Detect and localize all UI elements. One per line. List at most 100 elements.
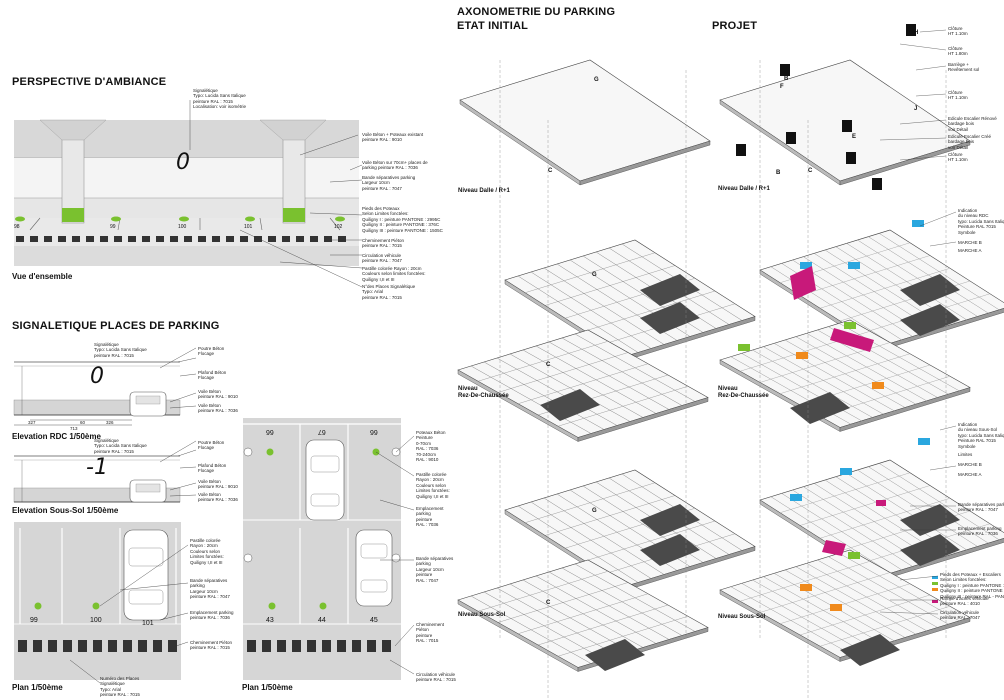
axo-projet-ss-lower-rib [759, 572, 891, 613]
dim: 713 [70, 426, 78, 431]
axo-initial-ss-rib [544, 495, 676, 536]
axo-initial-rdc-lower-edge2 [577, 397, 709, 442]
pillar-right-base [283, 208, 305, 222]
axo-ramp-magenta [790, 266, 816, 300]
axo-legend-swatch [932, 576, 938, 579]
axo-projet-ss-rib [779, 472, 911, 513]
axo-initial-rdc-lower-rib [517, 363, 649, 404]
axo-accent [738, 344, 750, 351]
axono-heading: AXONOMETRIE DU PARKING [457, 6, 616, 18]
perspective-level-number: 0 [176, 150, 190, 175]
axo-projet-ss-rib [819, 498, 951, 539]
note-sig-rdc: Signalétique Typo: Lucida Sans Italique … [94, 342, 147, 358]
note-plan2-circ: Circulation véhicule peinture RAL : 7015 [416, 672, 456, 683]
wall-base [14, 198, 359, 218]
axo-initial-ramp [640, 504, 700, 536]
axo-projet-level-rdc: Niveau Rez-De-Chaussée [718, 386, 769, 399]
axo-stair-block [780, 64, 790, 76]
note-pastille: Pastille colorée Rayon : 20cm Couleurs s… [362, 266, 426, 282]
axo-projet-rdc-rib [799, 255, 931, 296]
axo-projet-ss-rib [799, 485, 931, 526]
axo-initial-ss-lower-rib [537, 604, 669, 646]
axo-stair-block [906, 24, 916, 36]
axo-letter: B [784, 76, 789, 82]
note-limites: Limites [958, 452, 973, 457]
axo-projet-level-dalle: Niveau Dalle / R+1 [718, 186, 770, 192]
note-plan2-chem: Cheminement Piéton peinture RAL : 7015 [416, 622, 445, 644]
axo-projet-ramp [900, 534, 960, 566]
plan1-place-number: 101 [142, 620, 154, 627]
note-circ: Circulation véhicule peinture RAL : 7047 [362, 253, 402, 264]
axo-initial-dalle-edge2 [579, 140, 711, 186]
note-cloture1: Clôture HT 1.10m [948, 26, 968, 37]
note-plafond-ss: Plafond Béton Flocage [198, 463, 227, 474]
note-cloture2: Clôture HT 1.80m [948, 46, 968, 57]
axo-initial-rdc-lower-rib [497, 352, 629, 393]
plan2-bottom-place: 44 [318, 617, 326, 624]
axo-initial-rdc-rib [544, 265, 676, 306]
car-plan2-bottom [355, 529, 393, 607]
axo-letter: G [592, 508, 597, 514]
axo-letter: G [594, 77, 599, 83]
elevation-rdc [13, 361, 181, 426]
note-marche-b2: MARCHE B [958, 462, 982, 467]
axo-leader [929, 465, 957, 471]
note-marche-b: MARCHE B [958, 240, 982, 245]
axo-accent [796, 352, 808, 359]
car-plan2-top [305, 439, 345, 521]
dim: 60 [80, 420, 86, 425]
projet-heading: PROJET [712, 20, 758, 32]
axo-accent [848, 552, 860, 559]
note-plan2-emplacement: Emplacement parking peinture RAL : 7036 [416, 506, 444, 528]
perspective-heading: PERSPECTIVE D'AMBIANCE [12, 76, 167, 88]
axo-initial-level-dalle: Niveau Dalle / R+1 [458, 188, 510, 194]
note-escalier2: Edicule Escalier Créé bardage bois voir … [948, 134, 992, 150]
axo-projet-ramp [840, 634, 900, 666]
axo-initial-ramp [540, 389, 600, 421]
axo-leader [929, 241, 957, 247]
dim: 327 [28, 420, 36, 425]
note-axo-pieds: Pieds des Poteaux + Escaliers Selon Limi… [940, 572, 1004, 599]
axo-initial-ss-lower-rib [497, 582, 629, 623]
axo-leader [939, 425, 957, 431]
axo-ramp-magenta [830, 328, 874, 352]
axo-leader [879, 611, 939, 615]
note-marche-a2: MARCHE A [958, 472, 982, 477]
rdc-level-number: 0 [90, 364, 104, 389]
axo-projet-dalle-edge2 [839, 140, 971, 186]
axo-accent [918, 438, 930, 445]
note-axo-emplacement: Emplacement parking peinture RAL : 7036 [958, 526, 1002, 537]
axo-leader [899, 575, 939, 581]
plan2-walkway [247, 640, 391, 652]
note-cloture3: Clôture HT 1.10m [948, 90, 968, 101]
signaletique-heading: SIGNALETIQUE PLACES DE PARKING [12, 320, 220, 332]
note-signaletique: Signalétique Typo: Lucida Sans Italique … [193, 88, 247, 110]
pillar-left-base [62, 208, 84, 222]
axo-letter: C [808, 168, 813, 174]
note-escalier: Edicule Escalier Rénové bardage bois voi… [948, 116, 997, 132]
axo-leader [919, 29, 947, 33]
vue-caption: Vue d'ensemble [12, 272, 73, 281]
axo-letter: B [776, 170, 781, 176]
note-indication2: Indication du niveau Sous-Sol typo: Luci… [958, 422, 1004, 449]
axo-initial-ramp [640, 274, 700, 306]
axo-initial-rdc-lower-rib [557, 386, 689, 427]
axo-legend-swatch [932, 582, 938, 585]
axo-initial-ss-lower-rib [517, 593, 649, 634]
note-voile: Voile Béton + Poteaux existant peinture … [362, 132, 424, 143]
note-plan1-pastille: Pastille colorée Rayon : 20cm Couleurs s… [190, 538, 224, 565]
axo-accent [800, 262, 812, 269]
axo-projet-rdc-rib [819, 268, 951, 309]
axo-initial-ramp [640, 534, 700, 566]
axo-letter: A [736, 150, 741, 156]
note-plan2-bande: Bande séparatives parking Largeur 10cm p… [416, 556, 454, 583]
place-number: 98 [14, 224, 20, 230]
axo-letter: H [914, 30, 919, 36]
axo-projet-ss [759, 459, 1004, 577]
plan1-place-number: 99 [30, 617, 38, 624]
axo-initial-dalle [459, 59, 711, 182]
note-voile2-ss: Voile Béton peinture RAL : 7036 [198, 492, 238, 503]
note-plan1-emplacement: Emplacement parking peinture RAL : 7036 [190, 610, 234, 621]
axo-letter: C [546, 600, 551, 606]
note-pieds: Pieds des Poteaux Selon Limites fonctées… [362, 206, 443, 233]
